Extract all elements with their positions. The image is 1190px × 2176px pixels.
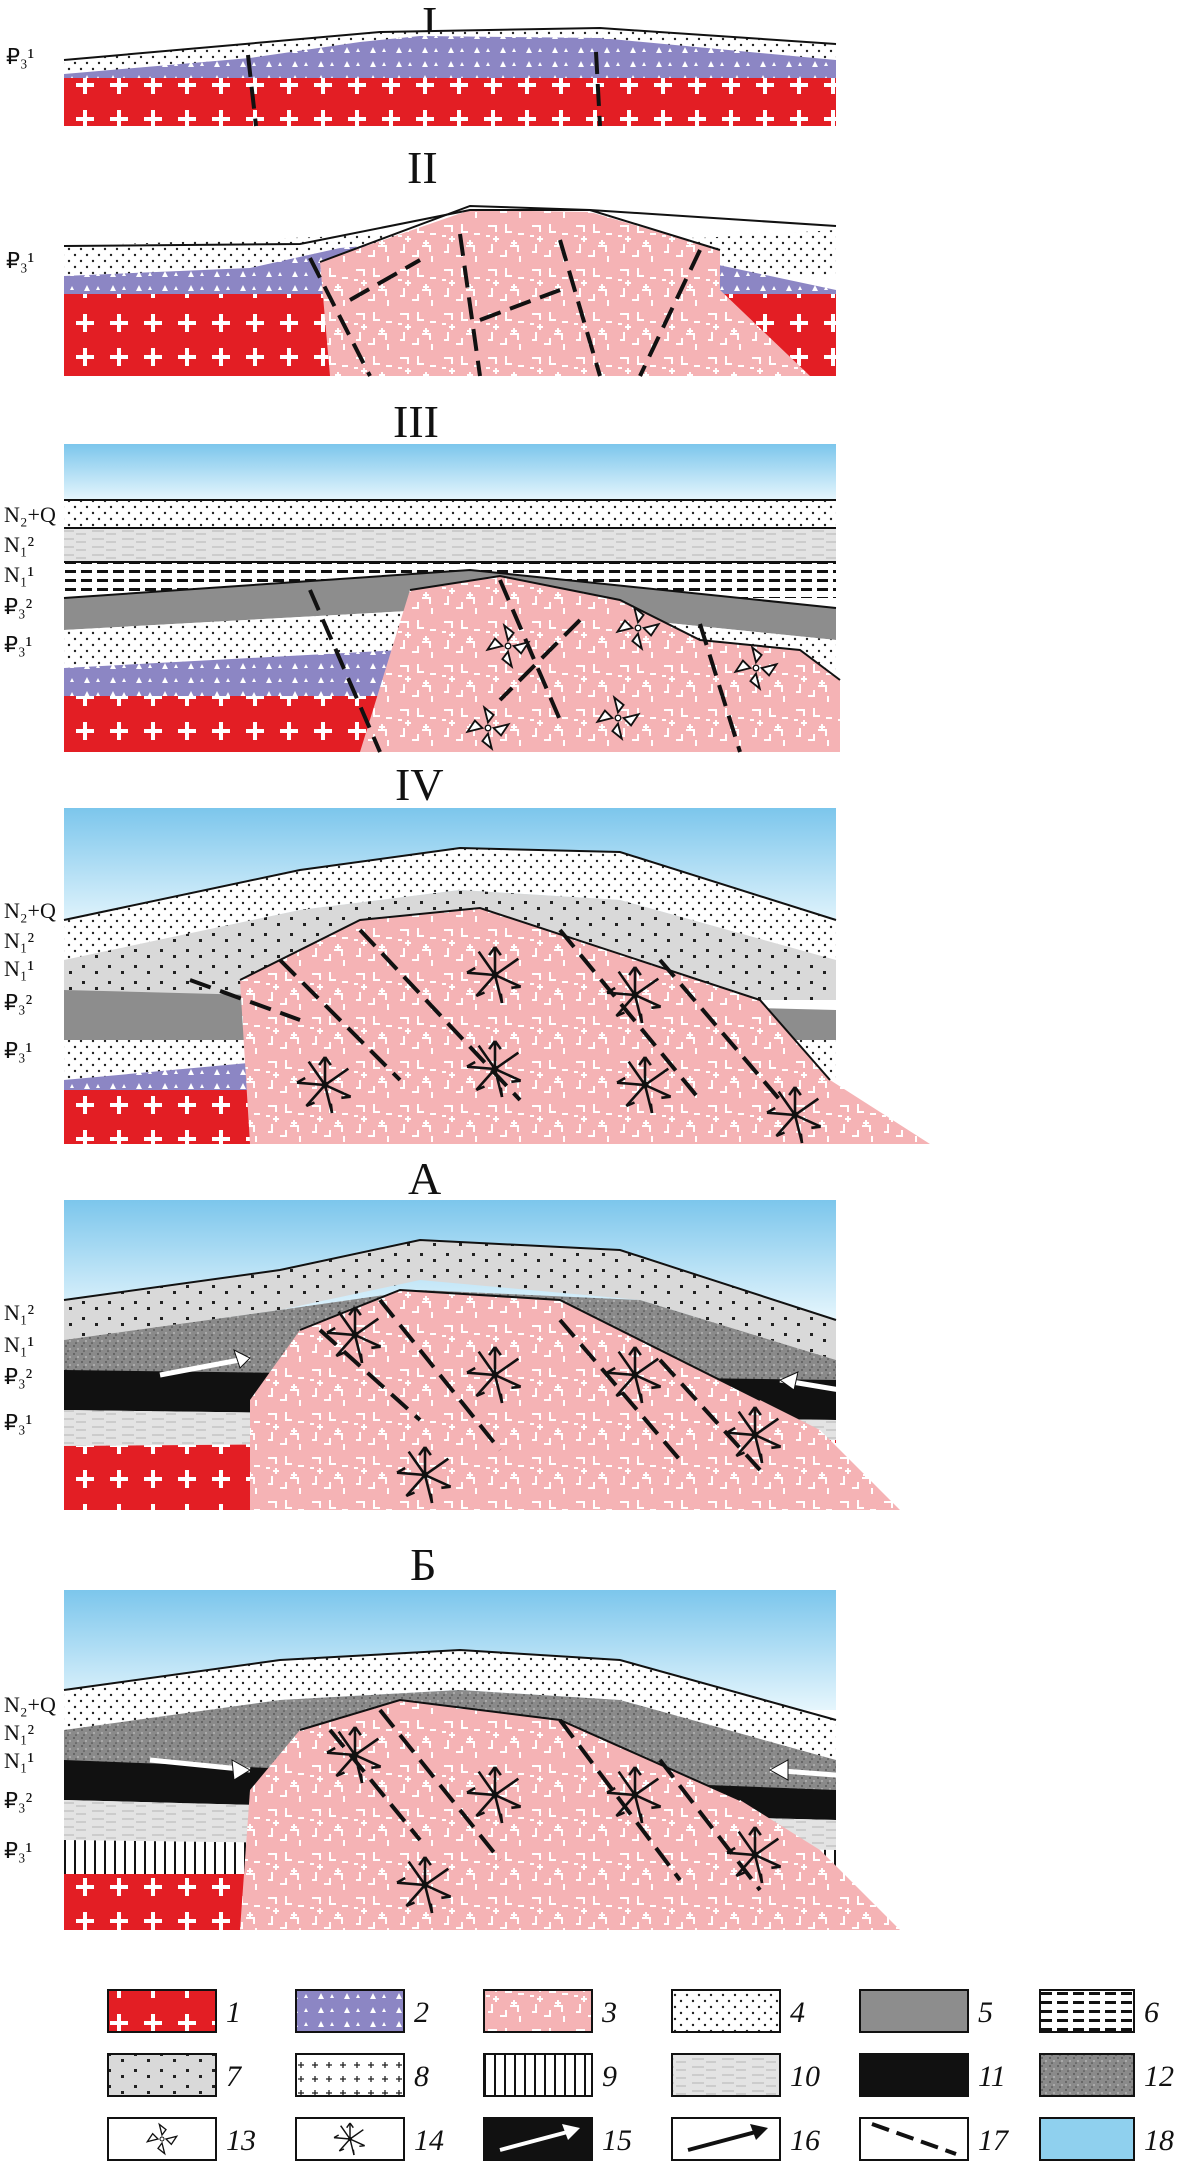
legend-3: 3 [483,1989,617,2033]
legend-1: 1 [107,1989,241,2033]
legend-9: 9 [483,2053,617,2097]
panel-IV-label-1: N₂+Q [4,898,56,923]
legend-11-num: 11 [978,2060,1006,2093]
panel-B-label-1: N₂+Q [4,1692,56,1717]
panel-II-label-1: ₽₃¹ [6,248,34,273]
legend-2: 2 [295,1989,429,2033]
panel-A-title: А [408,1153,441,1204]
legend-13-num: 13 [226,2124,256,2157]
legend-9-num: 9 [602,2060,617,2093]
panel-III-label-1: N₂+Q [4,502,56,527]
panel-A-label-3: ₽₃² [4,1364,33,1389]
legend-13: 13 [107,2117,256,2161]
white-arrow-icon [159,1355,251,1378]
legend-18: 18 [1039,2117,1174,2161]
legend-16: 16 [671,2117,820,2161]
panel-II-title: II [407,142,438,193]
legend-10: 10 [671,2053,820,2097]
panel-B-label-4: ₽₃² [4,1788,33,1813]
legend-8-num: 8 [414,2060,429,2093]
legend-12: 12 [1039,2053,1174,2097]
panel-III-label-4: ₽₃² [4,594,33,619]
dashed-fault-icon [871,2122,957,2156]
legend-17: 17 [859,2117,1010,2161]
legend-15: 15 [483,2117,632,2161]
legend-5: 5 [859,1989,993,2033]
legend-3-num: 3 [601,1996,617,2029]
legend-2-num: 2 [414,1996,429,2029]
legend-16-num: 16 [790,2124,820,2157]
black-arrow-icon [687,2128,764,2152]
legend-14-num: 14 [414,2124,444,2157]
legend-6-num: 6 [1144,1996,1159,2029]
legend-5-num: 5 [978,1996,993,2029]
legend-8: 8 [295,2053,429,2097]
legend-18-num: 18 [1144,2124,1174,2157]
legend-12-num: 12 [1144,2060,1174,2093]
legend-11: 11 [859,2053,1006,2097]
legend-15-num: 15 [602,2124,632,2157]
panel-B: Б N₂+Q N₁² N₁¹ ₽₃² ₽₃¹ [4,1539,901,1930]
panel-IV-label-2: N₁² [4,928,35,953]
legend: 1 2 3 4 5 6 7 8 [107,1989,1174,2161]
panel-III-label-3: N₁¹ [4,562,34,587]
panel-A: А N₁² N₁¹ ₽₃² ₽₃¹ [4,1153,901,1510]
panel-B-label-3: N₁¹ [4,1748,34,1773]
panel-IV-title: IV [395,759,444,810]
panel-IV-label-4: ₽₃² [4,990,33,1015]
panel-IV-label-5: ₽₃¹ [4,1038,32,1063]
legend-7: 7 [107,2053,243,2097]
panel-III: III N₂+Q N₁² N₁¹ ₽₃² ₽₃¹ [4,396,841,753]
panel-I: I ₽₃¹ [6,0,837,127]
panel-A-label-1: N₁² [4,1300,35,1325]
legend-4: 4 [671,1989,805,2033]
panel-B-label-5: ₽₃¹ [4,1838,32,1863]
panel-B-label-2: N₁² [4,1720,35,1745]
legend-14: 14 [295,2117,444,2161]
legend-6: 6 [1039,1989,1159,2033]
panel-III-label-5: ₽₃¹ [4,632,32,657]
panel-B-title: Б [410,1539,436,1590]
panel-I-label-1: ₽₃¹ [6,44,34,69]
panel-A-label-4: ₽₃¹ [4,1410,32,1435]
legend-17-num: 17 [978,2124,1010,2157]
legend-1-num: 1 [226,1996,241,2029]
legend-4-num: 4 [790,1996,805,2029]
legend-7-num: 7 [226,2060,243,2093]
legend-10-num: 10 [790,2060,820,2093]
panel-IV-label-3: N₁¹ [4,956,34,981]
panel-IV: IV N₂+Q N₁² N₁¹ ₽₃² ₽₃¹ [4,759,930,1145]
panel-II: II ₽₃¹ [6,142,837,377]
panel-III-label-2: N₁² [4,532,35,557]
panel-A-label-2: N₁¹ [4,1332,34,1357]
panel-III-title: III [393,396,439,447]
white-arrow-icon [499,2128,576,2152]
